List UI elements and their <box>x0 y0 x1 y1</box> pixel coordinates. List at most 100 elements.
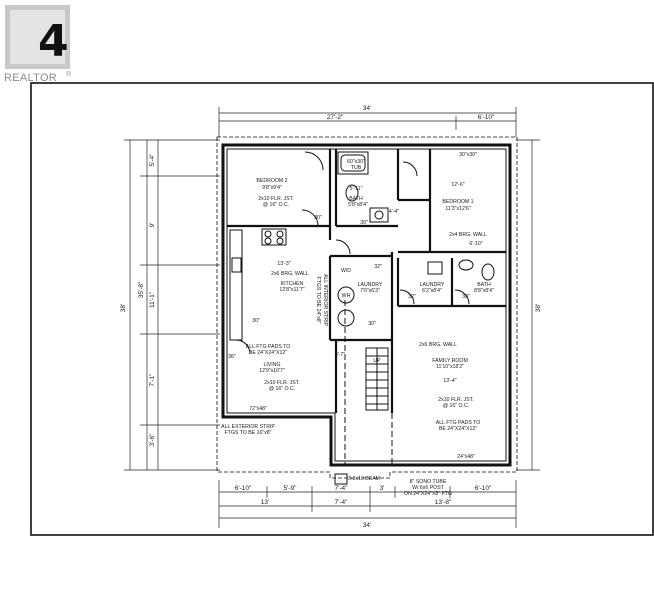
fixtures <box>229 151 495 485</box>
dim-left-d: 7'-1" <box>149 373 156 387</box>
living-footing-2: BE 24"X24"X12" <box>249 350 287 356</box>
sono-tube <box>334 473 348 485</box>
exterior-walls <box>216 136 518 479</box>
bath2-sink <box>458 259 474 271</box>
family-name: FAMILY ROOM <box>432 358 468 364</box>
sono-note-2: W/ 6x6 POST <box>412 485 445 491</box>
water-heater <box>337 309 355 327</box>
dim-bottom-2: 5'-9" <box>284 485 298 492</box>
living-door: 30" <box>252 318 260 324</box>
bath2-toilet <box>481 263 495 281</box>
family-brg-wall: 2x6 BRG. WALL <box>419 342 457 348</box>
living-joist: 2x10 FLR. JST. <box>264 380 299 386</box>
kitchen-dim: 13'-3" <box>277 261 290 267</box>
laundry-size: 7'0"x6'3" <box>360 288 380 294</box>
kitchen-sink <box>231 257 242 273</box>
bedroom2-door: 30" <box>314 215 322 221</box>
bedroom1-brg-wall: 2x4 BRG. WALL <box>449 232 487 238</box>
living-door-36: 36" <box>228 354 236 360</box>
living-window: 72"x48" <box>249 406 267 412</box>
dim-bottom-mid-3: 13'-8" <box>435 499 452 506</box>
washer <box>337 286 355 304</box>
dim-bottom-total: 34' <box>363 522 371 529</box>
bedroom2-joist: 2x10 FLR. JST. <box>258 196 293 202</box>
kitchen-brg-wall: 2x6 BRG. WALL <box>271 271 309 277</box>
laundry-sink <box>427 261 443 275</box>
laundry2-door: 32" <box>408 294 416 300</box>
bedroom1-window: 30"x30" <box>459 152 477 158</box>
dim-right-height: 38' <box>535 304 542 312</box>
tub-label: TUB <box>351 165 362 171</box>
ext-strip-note-2: FTGS TO BE 16"x8" <box>224 430 271 436</box>
family-joist: 2x10 FLR. JST. <box>438 397 473 403</box>
dimension-labels: 34' 27'-2" 6'-10" 38' 35'-8" 5'-4" 9' 11… <box>120 105 542 529</box>
dim-left-c: 11'-1" <box>149 291 156 308</box>
dim-top-width: 34' <box>363 105 371 112</box>
interior-walls <box>227 149 506 413</box>
dim-left-height: 38' <box>120 304 127 312</box>
laundry-name: LAUNDRY <box>358 282 383 288</box>
laundry2-name: LAUNDRY <box>420 282 445 288</box>
dim-bottom-4: 3' <box>380 485 385 492</box>
bedroom1-dim: 12'-6" <box>451 182 464 188</box>
laundry-door: 32" <box>374 264 382 270</box>
bedroom2-size: 9'8"x9'4" <box>262 185 282 191</box>
dim-left-e: 3'-6" <box>149 433 156 447</box>
family-window: 24"x48" <box>457 454 475 460</box>
laundry2-size: 6'2"x8'4" <box>422 288 442 294</box>
dim-bottom-1: 6'-10" <box>235 485 252 492</box>
kitchen-name: KITCHEN <box>281 281 304 287</box>
bath2-name: BATH <box>477 282 491 288</box>
dim-bottom-3: 7'-4" <box>335 485 349 492</box>
dim-left-b: 9' <box>149 223 156 228</box>
bath-size: 5'8"x8'4" <box>348 202 368 208</box>
int-strip-note-1: ALL INTERIOR STRIP <box>322 274 328 327</box>
family-joist-spacing: @ 16" O.C. <box>443 403 469 409</box>
living-joist-spacing: @ 16" O.C. <box>269 386 295 392</box>
realtor-logo-text: REALTOR <box>4 72 57 84</box>
int-strip-note-2: FTGS TO BE 24"x8" <box>315 276 321 323</box>
ext-strip-note-1: ALL EXTERIOR STRIP <box>221 424 275 430</box>
toilet <box>345 184 359 202</box>
bath2-size: 8'8"x8'4" <box>474 288 494 294</box>
bedroom1-closet: 6'-10" <box>469 241 482 247</box>
dim-bottom-mid-1: 13' <box>261 499 269 506</box>
staircase <box>365 347 389 411</box>
room-labels: BEDROOM 2 9'8"x9'4" 2x10 FLR. JST. @ 16"… <box>221 152 494 497</box>
tub-size: 60"x30" <box>347 159 365 165</box>
sono-note-1: 8" SONO TUBE <box>410 479 447 485</box>
beam-note: 3-2x10 BEAM <box>348 476 380 482</box>
dim-bottom-mid-2: 7'-4" <box>335 499 349 506</box>
bedroom2-name: BEDROOM 2 <box>256 178 287 184</box>
bedroom2-joist-spacing: @ 16" O.C. <box>263 202 289 208</box>
dim-left-a: 5'-4" <box>149 153 156 167</box>
dim-bottom-5: 6'-10" <box>475 485 492 492</box>
dimension-lines <box>124 107 540 528</box>
bath2-door: 30" <box>462 294 470 300</box>
kitchen-counter <box>229 229 243 341</box>
bath-name: BATH <box>349 196 363 202</box>
living-size: 12'9"x10'7" <box>259 368 285 374</box>
kitchen-size: 12'8"x11'7" <box>279 287 304 293</box>
family-dim: 13'-4" <box>443 378 456 384</box>
stair-dim: 3'-7" <box>335 352 345 358</box>
bath-closet-dim: 4'-4" <box>389 209 399 215</box>
wd-label: W/D <box>341 268 351 274</box>
handwritten-number: 4 <box>38 16 69 67</box>
trademark-symbol: ® <box>66 70 72 78</box>
laundry-door-2: 30" <box>368 321 376 327</box>
bath-sink <box>369 207 389 223</box>
bedroom1-size: 11'3"x12'6" <box>445 206 470 212</box>
family-size: 11'10"x18'2" <box>436 364 464 370</box>
family-footing-1: ALL FTG PADS TO <box>436 420 481 426</box>
dim-left-upper: 35'-8" <box>138 281 145 298</box>
bedroom1-name: BEDROOM 1 <box>442 199 473 205</box>
dim-top-left: 27'-2" <box>327 114 344 121</box>
stair-up: UP <box>373 358 381 364</box>
sono-note-3: ON 24"X24"X8" FTG <box>404 491 452 497</box>
bath-dim: 5'-11" <box>350 186 363 192</box>
living-name: LIVING <box>263 362 280 368</box>
page-border <box>30 82 654 536</box>
bath-door: 30" <box>360 220 368 226</box>
